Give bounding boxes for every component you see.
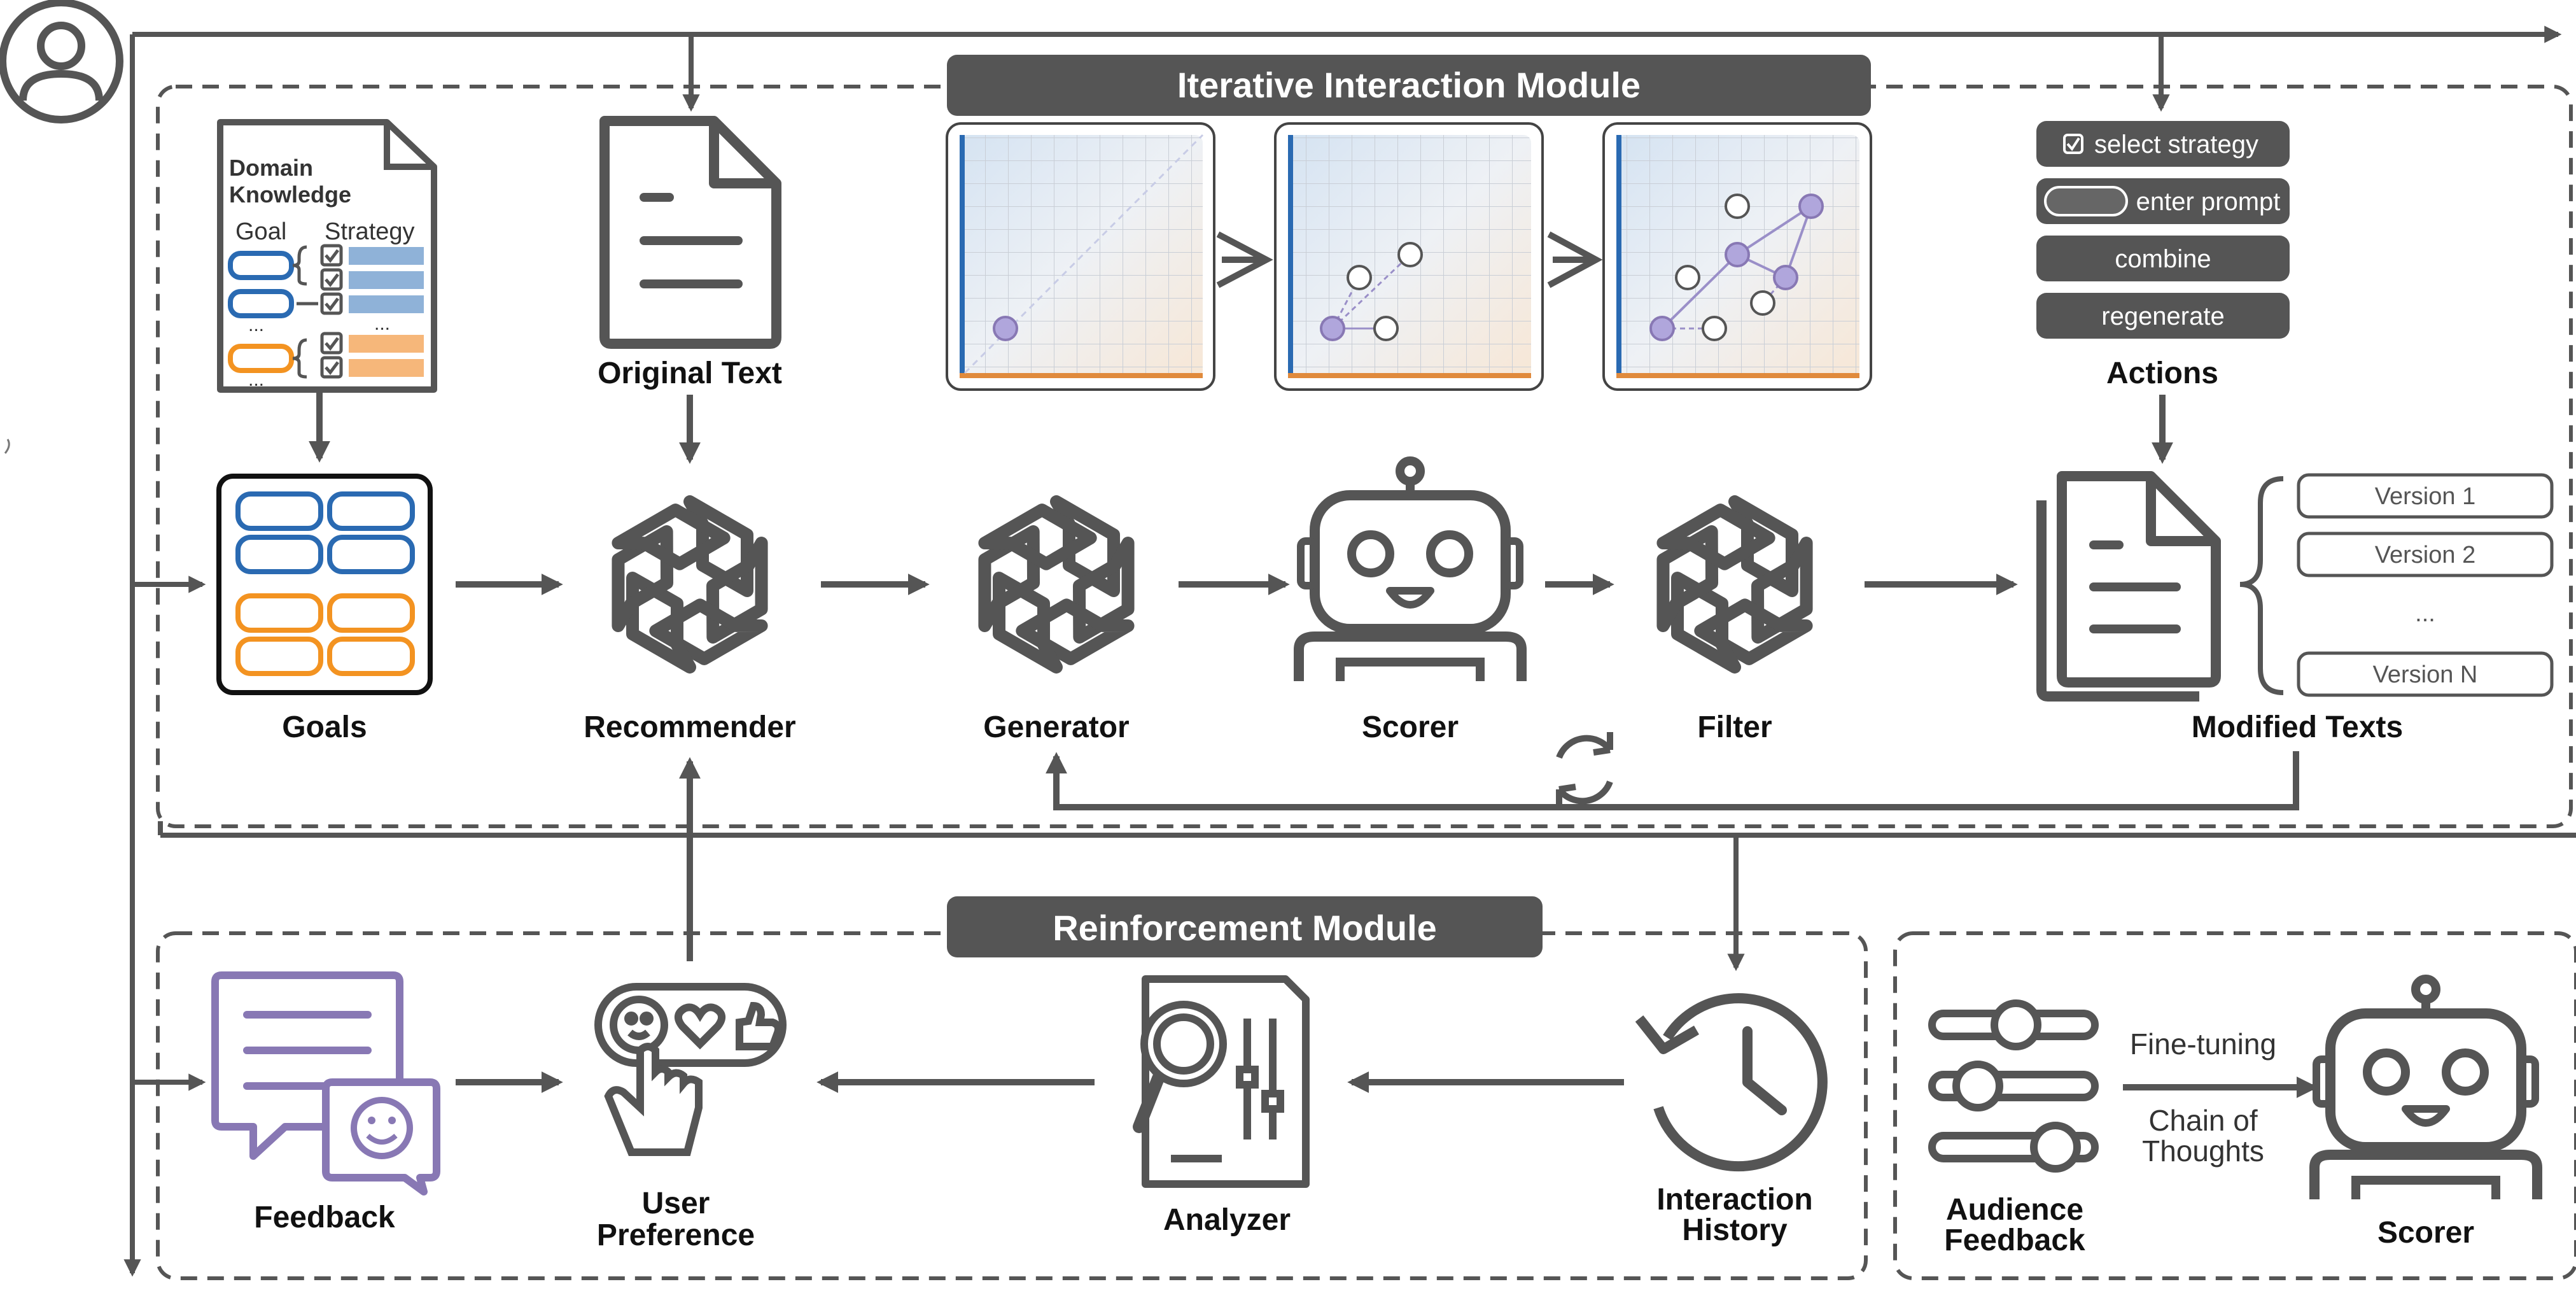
- goals-label: Goals: [282, 710, 367, 744]
- version-1-box: Version 1: [2297, 473, 2554, 519]
- analyzer-icon: [1133, 975, 1310, 1188]
- svg-text:regenerate: regenerate: [2101, 302, 2224, 330]
- svg-text:Version N: Version N: [2373, 661, 2478, 688]
- svg-text:...: ...: [248, 369, 264, 390]
- version-2-box: Version 2: [2297, 532, 2554, 577]
- chevron-right-icon: [1216, 231, 1273, 288]
- scorer-robot-icon: [1299, 461, 1522, 681]
- modified-texts-label: Modified Texts: [2192, 710, 2403, 744]
- user-input-lines: [123, 25, 2576, 1277]
- svg-text:combine: combine: [2115, 245, 2211, 273]
- svg-text:Strategy: Strategy: [325, 218, 415, 245]
- domain-knowledge-doc: Domain Knowledge Goal Strategy ... ... .…: [217, 119, 437, 393]
- scorer-bottom-label: Scorer: [2377, 1216, 2474, 1250]
- loop-arrow-modified-to-generator: [1045, 751, 2299, 810]
- user-preference-icon: [594, 983, 787, 1156]
- generator-label: Generator: [983, 710, 1129, 744]
- recommender-llm-icon: [589, 493, 790, 675]
- versions-brace: [2239, 476, 2284, 695]
- versions-ellipsis: ...: [2415, 600, 2435, 627]
- fine-tuning-label: Fine-tuning: [2130, 1027, 2276, 1061]
- svg-text:enter prompt: enter prompt: [2136, 188, 2281, 216]
- modified-texts-documents-icon: [2036, 471, 2221, 702]
- svg-text:Domain: Domain: [229, 155, 313, 181]
- iterative-module-title-bg: [947, 55, 1871, 116]
- filter-llm-icon: [1634, 493, 1835, 675]
- chain-of-thoughts-line1: Chain of: [2148, 1104, 2258, 1137]
- squiggle-mark: [4, 439, 10, 454]
- audience-feedback-label-line1: Audience: [1946, 1193, 2083, 1227]
- feedback-label: Feedback: [254, 1201, 395, 1234]
- iterative-module-title: Iterative Interaction Module: [1177, 65, 1641, 105]
- recommender-label: Recommender: [584, 710, 795, 744]
- refresh-icon: [1556, 732, 1613, 807]
- embedding-plot-3: [1602, 122, 1872, 391]
- svg-text:select strategy: select strategy: [2094, 131, 2258, 159]
- action-enter-prompt[interactable]: enter prompt: [2036, 178, 2290, 224]
- reinforcement-module-title: Reinforcement Module: [1053, 908, 1437, 948]
- interaction-history-label-line1: Interaction: [1656, 1183, 1812, 1217]
- scorer-robot-icon-finetuned: [2314, 979, 2537, 1199]
- user-preference-label-line2: Preference: [597, 1218, 755, 1252]
- finetune-module-boundary: [1893, 931, 2576, 1280]
- action-combine[interactable]: combine: [2036, 236, 2290, 281]
- user-preference-label-line1: User: [642, 1187, 710, 1220]
- action-regenerate[interactable]: regenerate: [2036, 293, 2290, 339]
- svg-text:...: ...: [248, 314, 264, 335]
- audience-feedback-label-line2: Feedback: [1944, 1224, 2085, 1257]
- original-text-document-icon: [599, 116, 781, 349]
- svg-text:...: ...: [374, 313, 390, 334]
- embedding-plot-2: [1274, 122, 1544, 391]
- filter-label: Filter: [1697, 710, 1772, 744]
- feedback-chat-icon: [211, 971, 440, 1196]
- goals-grid-icon: [216, 474, 433, 695]
- svg-text:Goal: Goal: [235, 218, 286, 245]
- audience-feedback-sliders-icon: [1928, 999, 2099, 1173]
- actions-label: Actions: [2106, 356, 2218, 390]
- original-text-label: Original Text: [598, 356, 782, 390]
- analyzer-label: Analyzer: [1163, 1203, 1291, 1237]
- action-select-strategy[interactable]: select strategy: [2036, 121, 2290, 167]
- scorer-label: Scorer: [1362, 710, 1459, 744]
- generator-llm-icon: [956, 493, 1156, 675]
- user-icon: [0, 0, 123, 123]
- chevron-right-icon: [1547, 231, 1603, 288]
- interaction-history-label-line2: History: [1682, 1213, 1788, 1247]
- version-n-box: Version N: [2297, 651, 2554, 697]
- chain-of-thoughts-line2: Thoughts: [2142, 1134, 2264, 1168]
- embedding-plot-1: [946, 122, 1215, 391]
- svg-text:Knowledge: Knowledge: [229, 181, 351, 208]
- reinforcement-module-title-bg: [947, 896, 1543, 957]
- svg-text:Version 2: Version 2: [2375, 542, 2475, 568]
- history-clock-icon: [1635, 993, 1828, 1172]
- svg-text:Version 1: Version 1: [2375, 483, 2475, 510]
